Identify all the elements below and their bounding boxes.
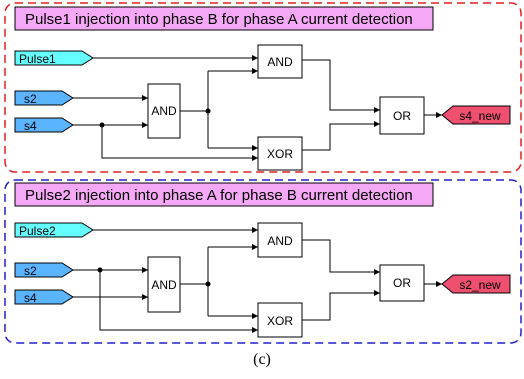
gate-and-1: AND bbox=[147, 256, 181, 313]
panel-1-border bbox=[4, 2, 522, 173]
input-port-s2: s2 bbox=[14, 90, 74, 106]
input-port-s4: s4 bbox=[14, 117, 74, 133]
gate-xor-label: XOR bbox=[267, 147, 293, 161]
figure-caption: (c) bbox=[253, 351, 271, 368]
gate-or: OR bbox=[379, 264, 425, 302]
panel-2-title: Pulse2 injection into phase A for phase … bbox=[25, 187, 413, 204]
gate-and-1-label: AND bbox=[151, 104, 177, 118]
panel-1-wires bbox=[73, 55, 442, 161]
gate-and-2: AND bbox=[257, 222, 303, 258]
gate-and-2-label: AND bbox=[267, 55, 293, 69]
input-port-s2-label: s2 bbox=[24, 264, 37, 278]
output-port-s4-new-label: s4_new bbox=[459, 109, 501, 123]
output-port-s2-new: s2_new bbox=[441, 274, 511, 294]
input-port-s4-label: s4 bbox=[24, 291, 37, 305]
gate-or-label: OR bbox=[393, 276, 411, 290]
gate-xor: XOR bbox=[257, 302, 303, 338]
gate-or-label: OR bbox=[393, 109, 411, 123]
panel-2-border bbox=[4, 179, 522, 344]
gate-and-2: AND bbox=[257, 44, 303, 79]
panel-1: Pulse1 injection into phase B for phase … bbox=[4, 2, 522, 173]
panel-2: Pulse2 injection into phase A for phase … bbox=[4, 179, 522, 344]
input-port-pulse2: Pulse2 bbox=[14, 222, 94, 238]
output-port-s2-new-label: s2_new bbox=[459, 278, 501, 292]
input-port-s2: s2 bbox=[14, 262, 74, 278]
panel-2-wires bbox=[73, 227, 442, 333]
junction-dot bbox=[205, 108, 211, 114]
junction-dot bbox=[205, 281, 211, 287]
input-port-pulse2-label: Pulse2 bbox=[19, 224, 56, 238]
input-port-s4-label: s4 bbox=[24, 119, 37, 133]
panel-2-title-box bbox=[14, 182, 434, 207]
input-port-s4: s4 bbox=[14, 289, 74, 305]
gate-and-2-label: AND bbox=[267, 234, 293, 248]
output-port-s4-new: s4_new bbox=[441, 105, 511, 125]
input-port-pulse1-label: Pulse1 bbox=[19, 52, 56, 66]
gate-or: OR bbox=[379, 96, 425, 135]
gate-xor: XOR bbox=[257, 136, 303, 171]
gate-and-1: AND bbox=[147, 83, 181, 139]
junction-dot bbox=[99, 122, 105, 128]
input-port-pulse1: Pulse1 bbox=[14, 50, 94, 66]
panel-1-title: Pulse1 injection into phase B for phase … bbox=[25, 11, 413, 28]
input-port-s2-label: s2 bbox=[24, 92, 37, 106]
panel-1-title-box bbox=[14, 6, 434, 31]
junction-dot bbox=[97, 267, 103, 273]
gate-and-1-label: AND bbox=[151, 278, 177, 292]
gate-xor-label: XOR bbox=[267, 314, 293, 328]
